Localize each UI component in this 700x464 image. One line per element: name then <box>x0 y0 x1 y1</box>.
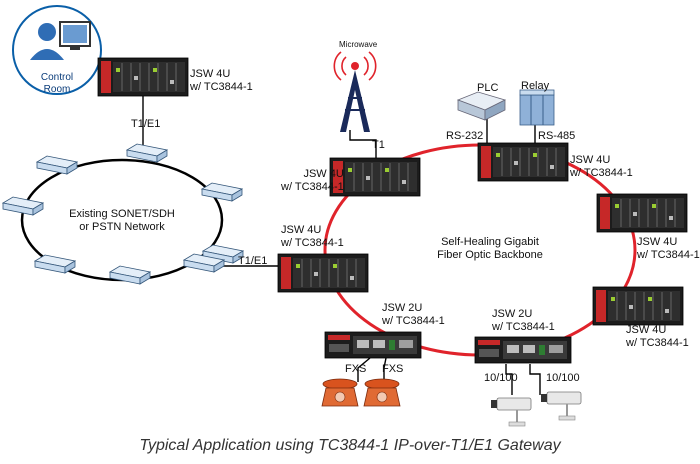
switch-jsw4u-sonet <box>277 253 369 293</box>
links <box>142 95 541 395</box>
eth-label-1: 10/100 <box>484 372 518 384</box>
switch-jsw4u-east <box>596 193 688 233</box>
fxs-label-1: FXS <box>345 363 367 375</box>
rs232-label: RS-232 <box>446 130 484 142</box>
link-label-t1: T1 <box>372 139 385 151</box>
camera-icon-1 <box>490 397 532 427</box>
switch-jsw2u-fxs <box>324 331 422 359</box>
fxs-label-2: FXS <box>382 363 404 375</box>
control-room-icon <box>12 5 102 95</box>
plc-icon <box>456 91 507 121</box>
camera-icon-2 <box>540 391 582 421</box>
relay-icon <box>519 89 555 126</box>
link-label-t1e1-top: T1/E1 <box>131 118 161 130</box>
switch-jsw4u-southeast <box>592 286 684 326</box>
eth-label-2: 10/100 <box>546 372 580 384</box>
relay-label: Relay <box>521 80 550 92</box>
phone-icon-1 <box>321 378 359 407</box>
microwave-tower-icon <box>333 51 377 132</box>
switch-jsw2u-ethernet <box>474 336 572 364</box>
plc-label: PLC <box>477 82 499 94</box>
microwave-label: Microwave <box>339 40 378 49</box>
phone-icon-2 <box>363 378 401 407</box>
control-room-label: Control Room <box>40 72 74 95</box>
switch-jsw4u-plc <box>477 142 569 182</box>
diagram-caption: Typical Application using TC3844-1 IP-ov… <box>139 437 561 454</box>
switch-jsw4u-control <box>97 57 189 97</box>
rs485-label: RS-485 <box>538 130 576 142</box>
link-label-t1e1-left: T1/E1 <box>238 255 268 267</box>
